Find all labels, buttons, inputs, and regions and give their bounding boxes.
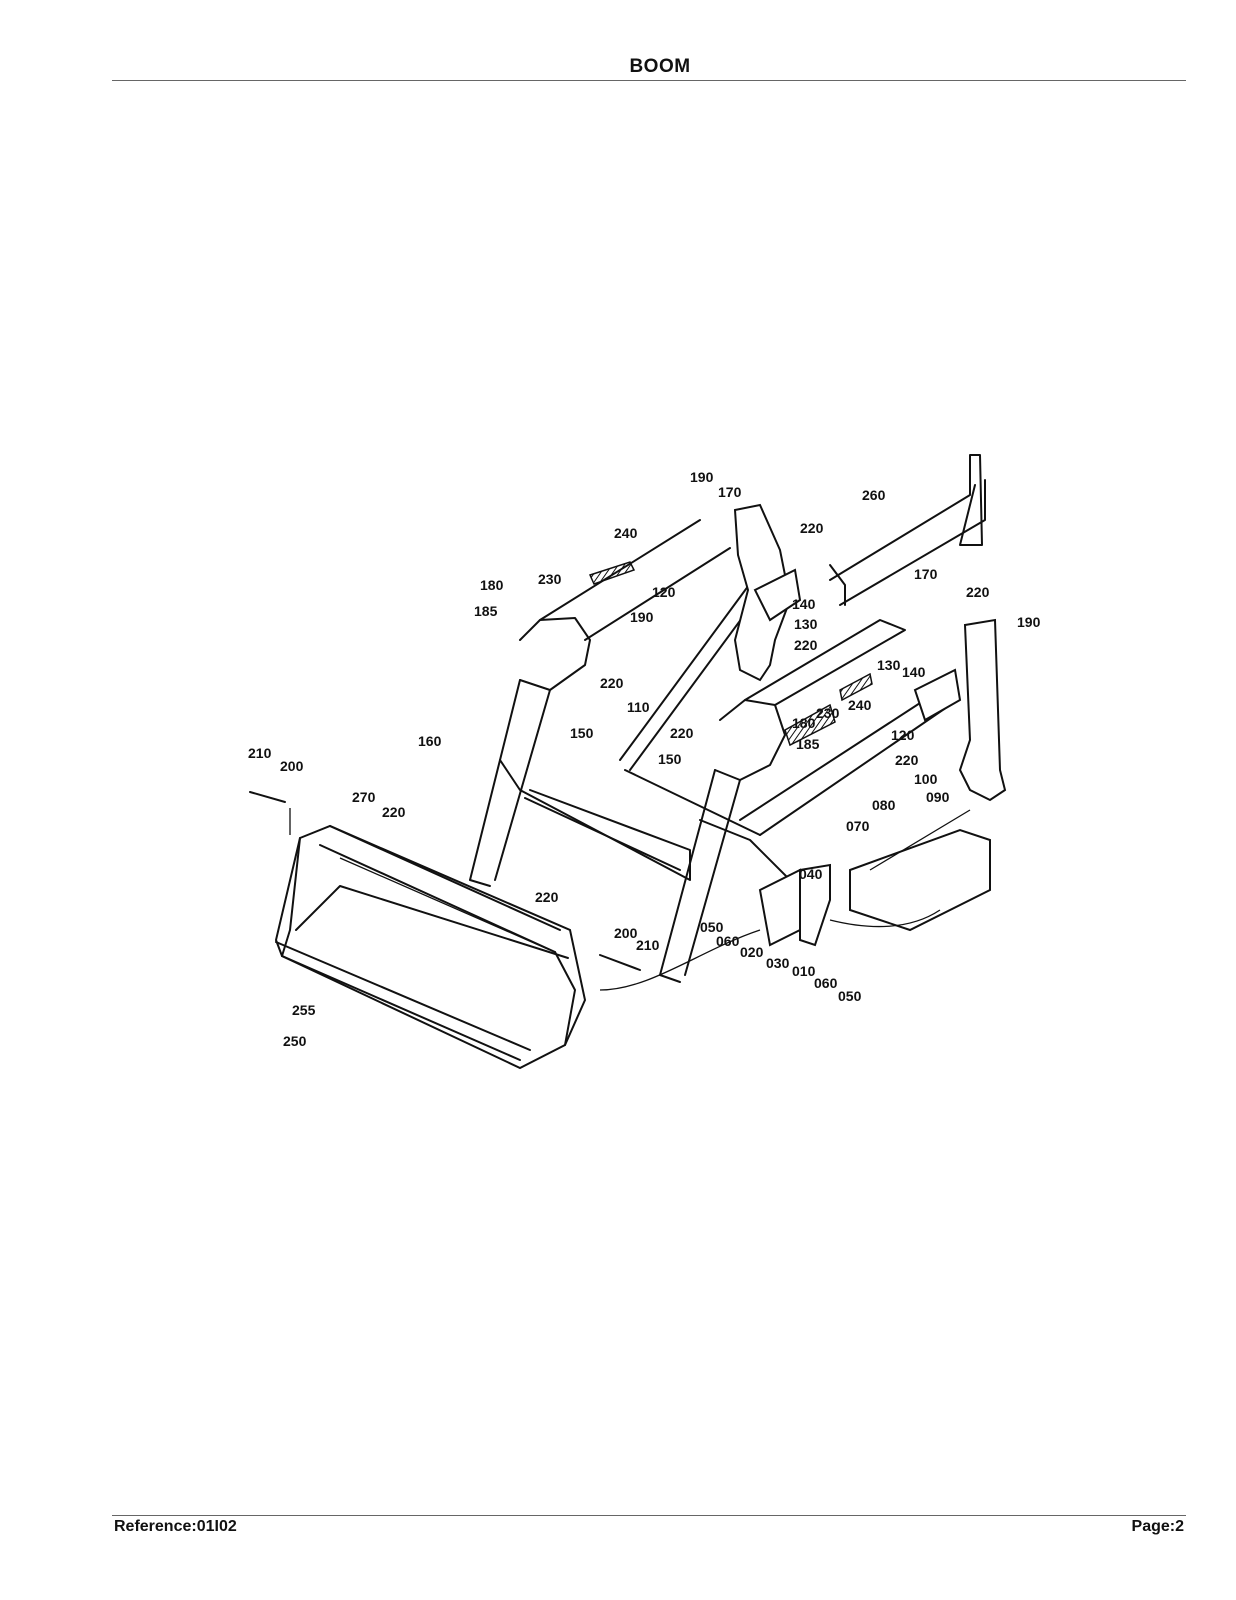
part-label-185: 185 (474, 603, 498, 619)
bucket (274, 824, 587, 1070)
header-divider (112, 80, 1186, 81)
part-label-120: 120 (891, 727, 915, 743)
part-label-210: 210 (248, 745, 272, 761)
part-label-250: 250 (283, 1033, 307, 1049)
part-label-185: 185 (796, 736, 820, 752)
part-label-200: 200 (614, 925, 638, 941)
part-label-220: 220 (794, 637, 818, 653)
part-label-100: 100 (914, 771, 938, 787)
part-label-230: 230 (816, 705, 840, 721)
part-label-220: 220 (966, 584, 990, 600)
part-label-170: 170 (914, 566, 938, 582)
part-label-120: 120 (652, 584, 676, 600)
part-label-220: 220 (895, 752, 919, 768)
part-label-110: 110 (627, 699, 650, 715)
page-title: BOOM (629, 56, 691, 77)
part-label-160: 160 (418, 733, 442, 749)
part-label-020: 020 (740, 944, 764, 960)
part-label-140: 140 (792, 596, 816, 612)
part-labels: 1901702202602402301801851201401301902201… (248, 469, 1041, 1049)
part-label-080: 080 (872, 797, 896, 813)
part-label-230: 230 (538, 571, 562, 587)
part-label-130: 130 (877, 657, 901, 673)
part-label-060: 060 (716, 933, 740, 949)
part-label-210: 210 (636, 937, 660, 953)
part-label-260: 260 (862, 487, 886, 503)
part-label-070: 070 (846, 818, 870, 834)
part-label-220: 220 (600, 675, 624, 691)
part-label-220: 220 (535, 889, 559, 905)
part-label-130: 130 (794, 616, 818, 632)
part-label-220: 220 (800, 520, 824, 536)
part-label-050: 050 (700, 919, 724, 935)
part-label-150: 150 (658, 751, 682, 767)
part-label-180: 180 (480, 577, 504, 593)
part-label-190: 190 (690, 469, 714, 485)
part-label-030: 030 (766, 955, 790, 971)
part-label-220: 220 (382, 804, 406, 820)
part-label-060: 060 (814, 975, 838, 991)
part-label-255: 255 (292, 1002, 316, 1018)
footer-divider (112, 1515, 1186, 1516)
part-label-150: 150 (570, 725, 594, 741)
part-label-190: 190 (1017, 614, 1041, 630)
part-label-170: 170 (718, 484, 742, 500)
part-label-050: 050 (838, 988, 862, 1004)
part-label-240: 240 (614, 525, 638, 541)
part-label-090: 090 (926, 789, 950, 805)
part-label-270: 270 (352, 789, 376, 805)
bucket-pins (249, 791, 641, 971)
part-label-220: 220 (670, 725, 694, 741)
part-label-010: 010 (792, 963, 816, 979)
part-label-180: 180 (792, 715, 816, 731)
left-mount-bracket (733, 503, 802, 682)
part-label-190: 190 (630, 609, 654, 625)
right-mount-bracket (913, 618, 1007, 802)
part-label-040: 040 (799, 866, 823, 882)
part-label-240: 240 (848, 697, 872, 713)
page-number: Page:2 (1131, 1518, 1184, 1535)
frame-plates (599, 809, 991, 991)
parking-stand (829, 454, 986, 606)
part-label-200: 200 (280, 758, 304, 774)
part-label-140: 140 (902, 664, 926, 680)
reference-code: Reference:01I02 (114, 1518, 237, 1535)
